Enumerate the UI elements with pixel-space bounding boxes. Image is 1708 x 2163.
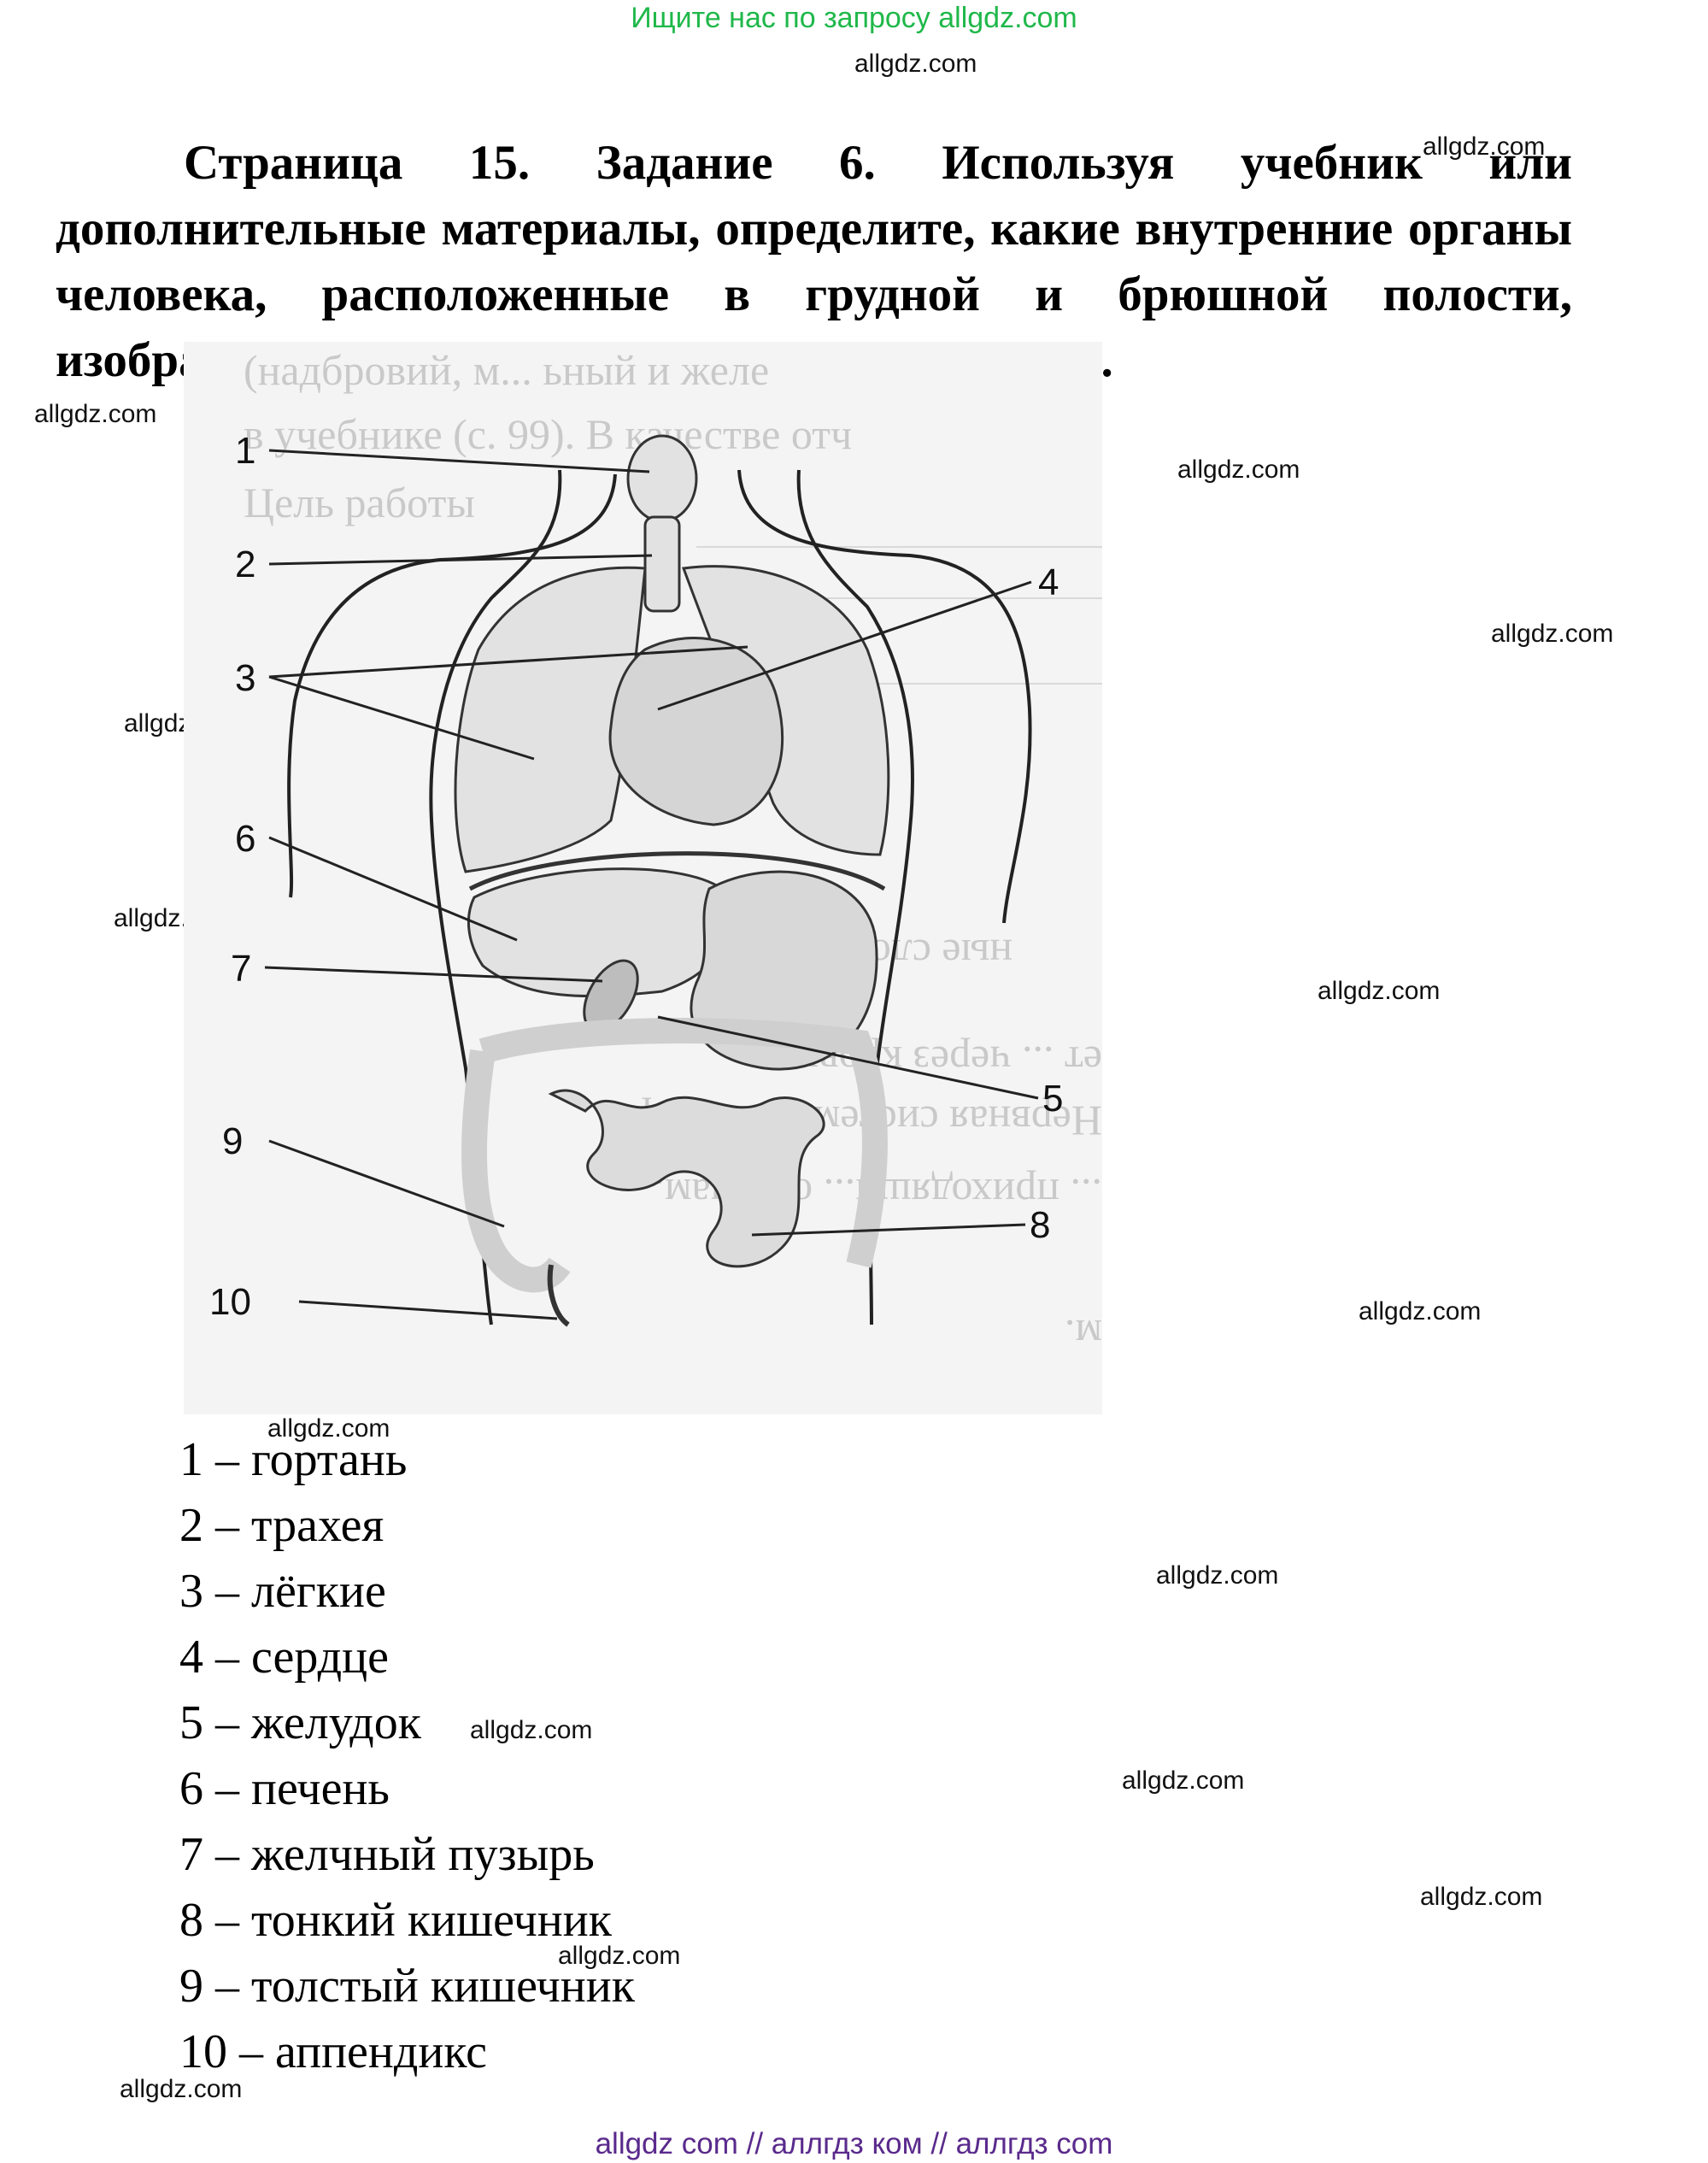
anatomy-illustration: (надбровий, м... ьный и желе в учебнике … — [184, 342, 1102, 1414]
background-text: (надбровий, м... ьный и желе — [244, 346, 769, 394]
watermark: allgdz.com — [1420, 1883, 1542, 1912]
figure-label: 10 — [209, 1281, 251, 1323]
answer-item: 9 – толстый кишечник — [179, 1954, 635, 2019]
answer-item: 7 – желчный пузырь — [179, 1822, 635, 1888]
trachea — [645, 517, 679, 611]
watermark: allgdz.com — [1122, 1766, 1244, 1796]
answer-item: 5 – желудок — [179, 1690, 635, 1756]
larynx — [628, 436, 696, 521]
figure-label: 7 — [231, 948, 251, 990]
heart — [610, 638, 783, 826]
anatomy-figure: (надбровий, м... ьный и желе в учебнике … — [184, 342, 1102, 1414]
answer-item: 3 – лёгкие — [179, 1559, 635, 1625]
answer-item: 6 – печень — [179, 1756, 635, 1822]
watermark: allgdz.com — [1177, 456, 1300, 485]
watermark: allgdz.com — [1491, 620, 1613, 649]
answers-list: 1 – гортань 2 – трахея 3 – лёгкие 4 – се… — [179, 1427, 635, 2085]
figure-label: 4 — [1038, 561, 1059, 603]
bottom-links[interactable]: allgdz com // аллгдз ком // аллгдз com — [0, 2127, 1708, 2161]
answer-item: 10 – аппендикс — [179, 2019, 635, 2085]
figure-label: 5 — [1042, 1078, 1063, 1120]
background-text: в учебнике (с. 99). В качестве отч — [244, 410, 852, 458]
figure-label: 8 — [1030, 1204, 1050, 1246]
answer-item: 1 – гортань — [179, 1427, 635, 1493]
figure-label: 1 — [235, 430, 255, 472]
watermark: allgdz.com — [1318, 977, 1440, 1006]
background-text: Цель работы — [244, 479, 475, 526]
figure-label: 9 — [222, 1120, 243, 1162]
leader-line — [299, 1302, 557, 1319]
figure-label: 2 — [235, 544, 255, 585]
watermark: allgdz.com — [854, 50, 977, 79]
answer-item: 4 – сердце — [179, 1625, 635, 1690]
figure-label: 3 — [235, 657, 255, 699]
watermark: allgdz.com — [1359, 1297, 1481, 1326]
watermark: allgdz.com — [34, 400, 156, 429]
answer-item: 8 – тонкий кишечник — [179, 1888, 635, 1954]
answer-item: 2 – трахея — [179, 1493, 635, 1559]
background-text: м. — [1065, 1311, 1102, 1359]
top-banner[interactable]: Ищите нас по запросу allgdz.com — [0, 2, 1708, 35]
leader-line — [269, 555, 652, 564]
watermark: allgdz.com — [1156, 1561, 1278, 1590]
figure-label: 6 — [235, 818, 255, 860]
